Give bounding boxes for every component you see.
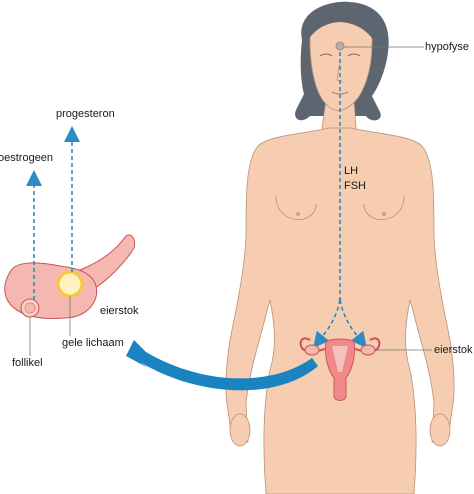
ovary-right-small: [360, 344, 376, 356]
corpus-luteum: [56, 270, 84, 298]
label-estrogen: oestrogeen: [0, 152, 54, 164]
left-hand: [229, 413, 251, 447]
label-lh: LH: [344, 165, 359, 177]
left-breast: [275, 195, 317, 220]
ovary-detail-body: [4, 262, 98, 319]
label-hypophysis: hypofyse: [425, 41, 470, 53]
hair-fringe: [305, 3, 380, 48]
label-progesterone: progesteron: [56, 108, 115, 120]
label-fsh: FSH: [344, 180, 366, 192]
nose: [336, 61, 344, 83]
ovary-left-small: [304, 344, 320, 356]
lh-fsh-branch-left: [313, 299, 341, 349]
label-ovary-right: eierstok: [434, 344, 473, 356]
follicle-inner: [24, 302, 36, 314]
body: [225, 127, 455, 494]
right-hand: [429, 413, 451, 447]
label-ovary-detail: eierstok: [100, 305, 139, 317]
label-follicle: follikel: [12, 357, 43, 369]
right-breast: [363, 195, 405, 220]
uterus-cavity: [332, 346, 348, 372]
right-eye: [347, 53, 361, 57]
ovary-detail: [4, 234, 135, 319]
pituitary-gland: [335, 41, 345, 51]
right-nipple: [382, 212, 386, 216]
label-corpus-luteum: gele lichaam: [62, 337, 124, 349]
left-eye: [319, 53, 333, 57]
lh-fsh-branch-right: [339, 299, 367, 349]
fallopian-tube-detail: [79, 234, 135, 291]
woman-figure: [225, 1, 455, 494]
left-nipple: [296, 212, 300, 216]
zoom-arrow: [126, 340, 318, 391]
